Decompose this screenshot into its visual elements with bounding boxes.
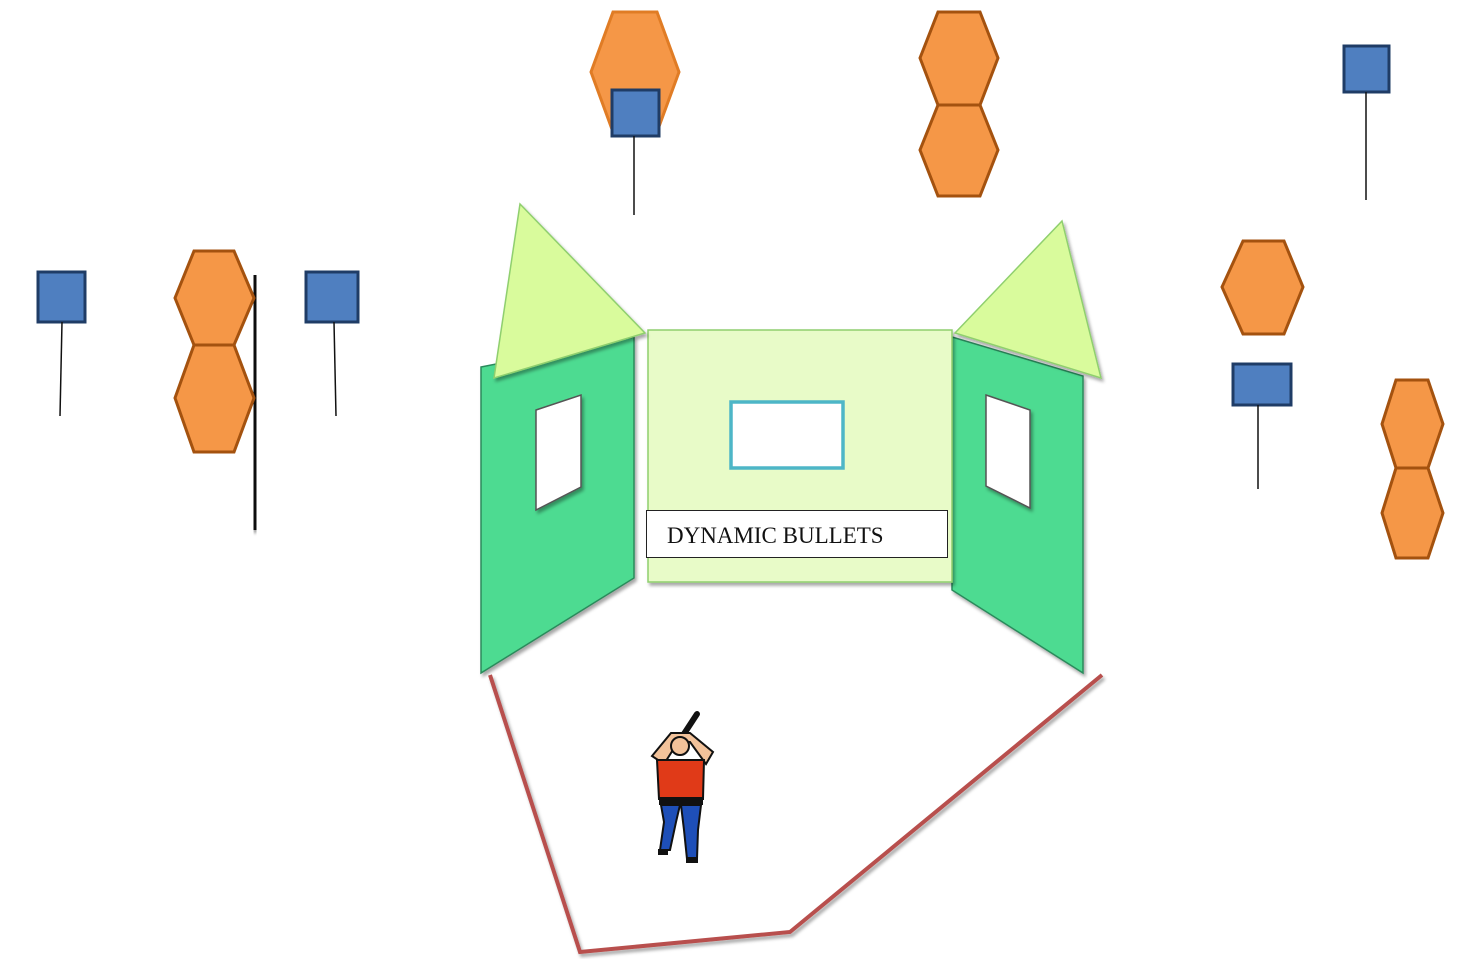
orange-hexagon-target [1220, 239, 1305, 336]
stage-label: DYNAMIC BULLETS [646, 510, 948, 558]
fault-line [488, 673, 1104, 955]
target-array-top-right [913, 10, 1004, 262]
target-array-right [1216, 239, 1307, 489]
center-wall-window [729, 400, 845, 470]
target-single-left [304, 270, 360, 417]
shooter-icon [650, 711, 715, 863]
blue-square-target [36, 270, 87, 324]
target-array-far-right [1374, 378, 1450, 614]
target-post [250, 274, 260, 531]
left-wall-window [535, 393, 582, 512]
blue-square-target [1231, 362, 1293, 407]
orange-hexagon-target [173, 343, 256, 454]
blue-square-target [610, 88, 661, 138]
target-array-left [168, 249, 260, 531]
target-single-far-right [1342, 44, 1391, 200]
blue-square-target [304, 270, 360, 324]
barricade [480, 202, 1103, 675]
left-wing-triangle [493, 202, 647, 380]
right-wing-triangle [953, 219, 1103, 380]
orange-hexagon-target [1380, 378, 1445, 470]
barricade-left-wall [480, 336, 635, 675]
orange-hexagon-target [173, 249, 256, 347]
target-array-far-left [10, 242, 114, 442]
target-stand [333, 321, 337, 417]
right-wall-window [985, 393, 1031, 510]
blue-square-target [1342, 44, 1391, 94]
target-stand [59, 321, 63, 417]
orange-hexagon-target [918, 103, 1000, 198]
barricade-right-wall [951, 335, 1084, 675]
orange-hexagon-target [1380, 466, 1445, 560]
target-array-top-left [588, 10, 681, 217]
orange-hexagon-target [918, 10, 1000, 107]
